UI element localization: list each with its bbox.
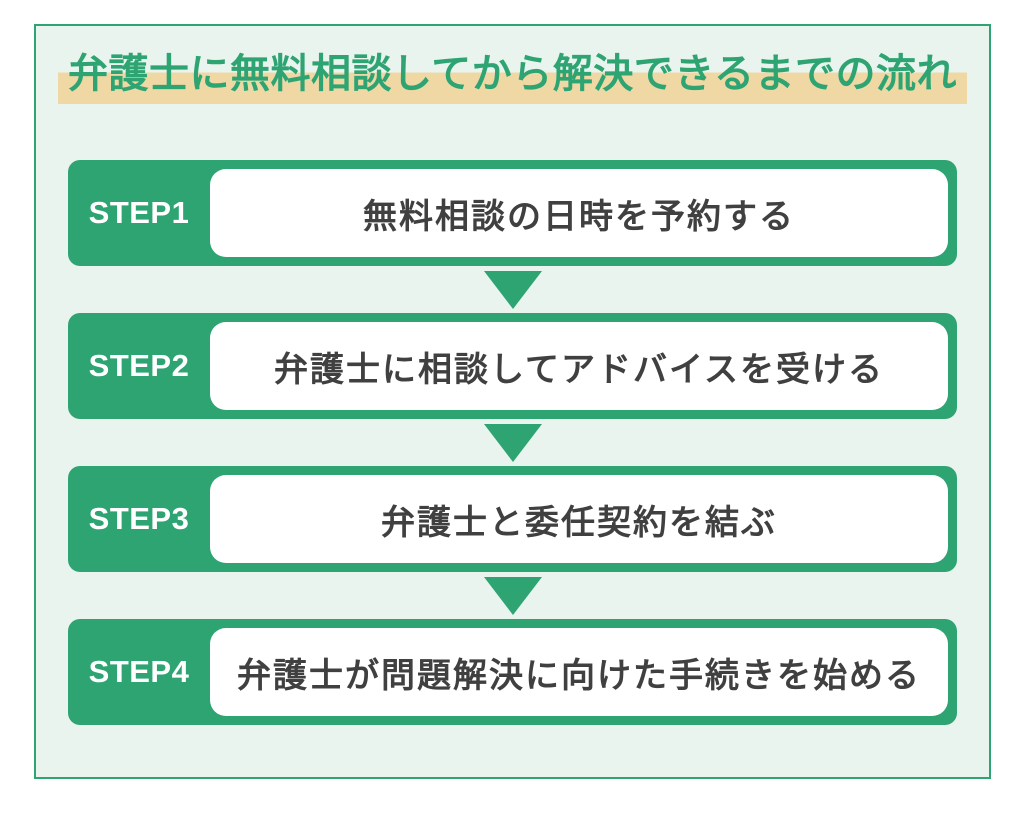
- arrow-down-icon: [483, 576, 542, 615]
- flow-panel: 弁護士に無料相談してから解決できるまでの流れ STEP1 無料相談の日時を予約す…: [34, 24, 991, 779]
- step-row-2: STEP2 弁護士に相談してアドバイスを受ける: [68, 313, 957, 419]
- arrow-down-icon: [483, 423, 542, 462]
- step-3-text: 弁護士と委任契約を結ぶ: [210, 475, 948, 563]
- step-row-4: STEP4 弁護士が問題解決に向けた手続きを始める: [68, 619, 957, 725]
- step-3-badge: STEP3: [88, 501, 190, 536]
- step-2-badge: STEP2: [88, 348, 190, 383]
- step-2-text: 弁護士に相談してアドバイスを受ける: [210, 322, 948, 410]
- step-4-text: 弁護士が問題解決に向けた手続きを始める: [210, 628, 948, 716]
- steps-list: STEP1 無料相談の日時を予約する STEP2 弁護士に相談してアドバイスを受…: [68, 160, 957, 725]
- step-row-3: STEP3 弁護士と委任契約を結ぶ: [68, 466, 957, 572]
- step-1-badge: STEP1: [88, 195, 190, 230]
- arrow-down-icon: [483, 270, 542, 309]
- arrow-row: [68, 572, 957, 619]
- step-1-text: 無料相談の日時を予約する: [210, 169, 948, 257]
- arrow-row: [68, 266, 957, 313]
- step-row-1: STEP1 無料相談の日時を予約する: [68, 160, 957, 266]
- arrow-row: [68, 419, 957, 466]
- title-row: 弁護士に無料相談してから解決できるまでの流れ: [36, 48, 989, 104]
- page-title: 弁護士に無料相談してから解決できるまでの流れ: [58, 48, 967, 104]
- step-4-badge: STEP4: [88, 654, 190, 689]
